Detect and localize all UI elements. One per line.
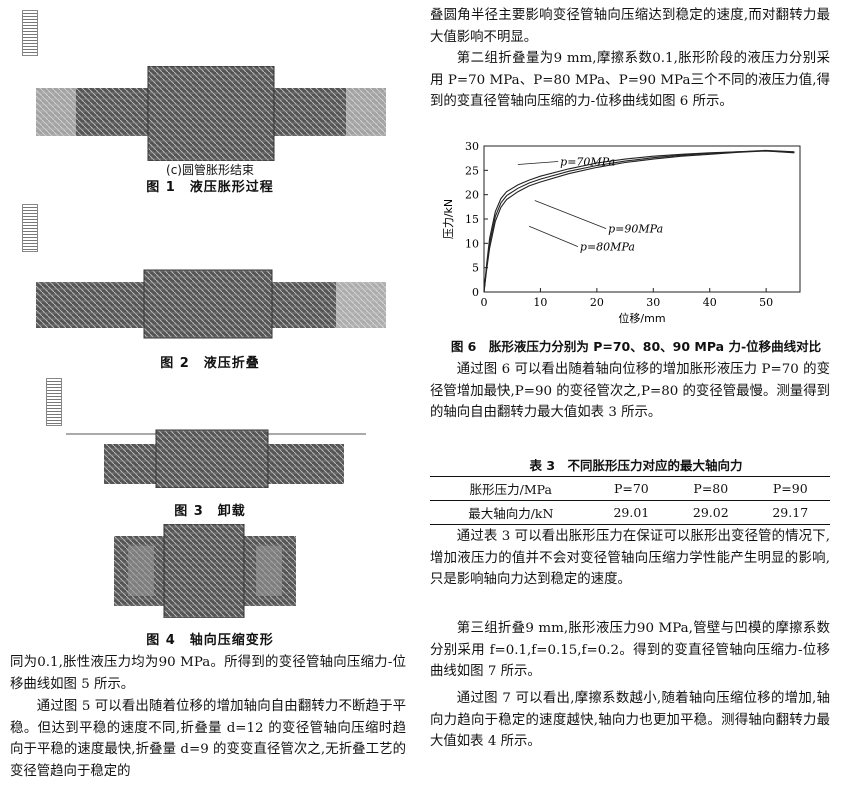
fig1-caption: 图 1 液压胀形过程 bbox=[146, 180, 274, 195]
fig1-tube-mesh bbox=[36, 66, 386, 161]
right-paragraph-6: 通过图 7 可以看出,摩擦系数越小,随着轴向压缩位移的增加,轴向力趋向于稳定的速… bbox=[430, 691, 830, 749]
right-paragraph-5: 第三组折叠9 mm,胀形液压力90 MPa,管壁与凹模的摩擦系数分别采用 f=0… bbox=[430, 621, 830, 679]
x-tick-label: 10 bbox=[533, 296, 547, 309]
x-tick-label: 20 bbox=[590, 296, 604, 309]
fig6-caption: 图 6 胀形液压力分别为 P=70、80、90 MPa 力-位移曲线对比 bbox=[450, 339, 822, 354]
right-paragraph-4: 通过表 3 可以看出胀形压力在保证可以胀形出变径管的情况下,增加液压力的值并不会… bbox=[430, 529, 830, 587]
fig4-caption: 图 4 轴向压缩变形 bbox=[146, 633, 274, 648]
series-line bbox=[483, 150, 795, 293]
plot-frame bbox=[483, 145, 801, 293]
series-leader-line bbox=[517, 161, 559, 165]
fig4-compressed-tube-mesh bbox=[114, 524, 296, 618]
table3-cell: 29.02 bbox=[671, 500, 751, 525]
x-tick-label: 50 bbox=[759, 296, 773, 309]
left-paragraph-2: 通过图 5 可以看出随着位移的增加轴向自由翻转力不断趋于平稳。但达到平稳的速度不… bbox=[10, 699, 406, 779]
fig2-legend bbox=[22, 204, 38, 252]
table3-row: 最大轴向力/kN 29.01 29.02 29.17 bbox=[430, 500, 830, 525]
fig2-caption: 图 2 液压折叠 bbox=[160, 356, 260, 371]
table3-header-cell: P=90 bbox=[750, 476, 830, 501]
fig3-caption: 图 3 卸载 bbox=[174, 504, 246, 519]
x-tick-label: 0 bbox=[481, 296, 488, 309]
fig6-force-displacement-chart: 0 5 10 15 20 25 30 0 10 20 30 40 50 位移/mm 压力/kN p=70MP… bbox=[442, 140, 801, 325]
table3-header-cell: 胀形压力/MPa bbox=[430, 476, 592, 501]
x-axis-label: 位移/mm bbox=[618, 311, 665, 325]
table3-caption: 表 3 不同胀形压力对应的最大轴向力 bbox=[529, 458, 743, 473]
y-tick-label: 30 bbox=[465, 140, 479, 153]
table3: 胀形压力/MPa P=70 P=80 P=90 最大轴向力/kN 29.01 2… bbox=[430, 476, 830, 525]
fig2-tube-mesh bbox=[36, 269, 386, 339]
y-tick-label: 5 bbox=[472, 262, 479, 275]
series-leader-line bbox=[528, 225, 579, 248]
fig1-subcaption: (c)圆管胀形结束 bbox=[166, 163, 254, 177]
table3-header-row: 胀形压力/MPa P=70 P=80 P=90 bbox=[430, 476, 830, 501]
fig3-legend bbox=[46, 378, 62, 426]
fig3-tube-mesh bbox=[66, 429, 366, 488]
y-tick-label: 10 bbox=[465, 237, 479, 250]
y-tick-label: 20 bbox=[465, 189, 479, 202]
x-tick-label: 40 bbox=[703, 296, 717, 309]
y-tick-label: 25 bbox=[465, 164, 479, 177]
right-paragraph-2: 第二组折叠量为9 mm,摩擦系数0.1,胀形阶段的液压力分别采用 P=70 MP… bbox=[430, 51, 830, 109]
fig1-legend bbox=[22, 10, 38, 56]
right-paragraph-3: 通过图 6 可以看出随着轴向位移的增加胀形液压力 P=70 的变径管增加最快,P… bbox=[430, 362, 830, 420]
series-label: p=80MPa bbox=[580, 241, 635, 254]
y-tick-label: 0 bbox=[472, 286, 479, 299]
series-line bbox=[483, 150, 795, 293]
x-tick-label: 30 bbox=[646, 296, 660, 309]
left-paragraph-1: 同为0.1,胀性液压力均为90 MPa。所得到的变径管轴向压缩力-位移曲线如图 … bbox=[10, 655, 406, 692]
table3-cell: 29.01 bbox=[591, 500, 672, 525]
table3-header-cell: P=80 bbox=[671, 476, 751, 501]
series-label: p=70MPa bbox=[560, 155, 615, 168]
table3-cell: 29.17 bbox=[750, 500, 830, 525]
right-paragraph-1: 叠圆角半径主要影响变径管轴向压缩达到稳定的速度,而对翻转力最大值影响不明显。 bbox=[430, 8, 830, 45]
table3-cell: 最大轴向力/kN bbox=[430, 500, 592, 525]
series-leader-line bbox=[534, 200, 607, 229]
table3-header-cell: P=70 bbox=[591, 476, 672, 501]
y-tick-label: 15 bbox=[465, 213, 479, 226]
series-line bbox=[483, 149, 795, 293]
series-label: p=90MPa bbox=[608, 223, 663, 236]
y-axis-label: 压力/kN bbox=[442, 199, 455, 239]
